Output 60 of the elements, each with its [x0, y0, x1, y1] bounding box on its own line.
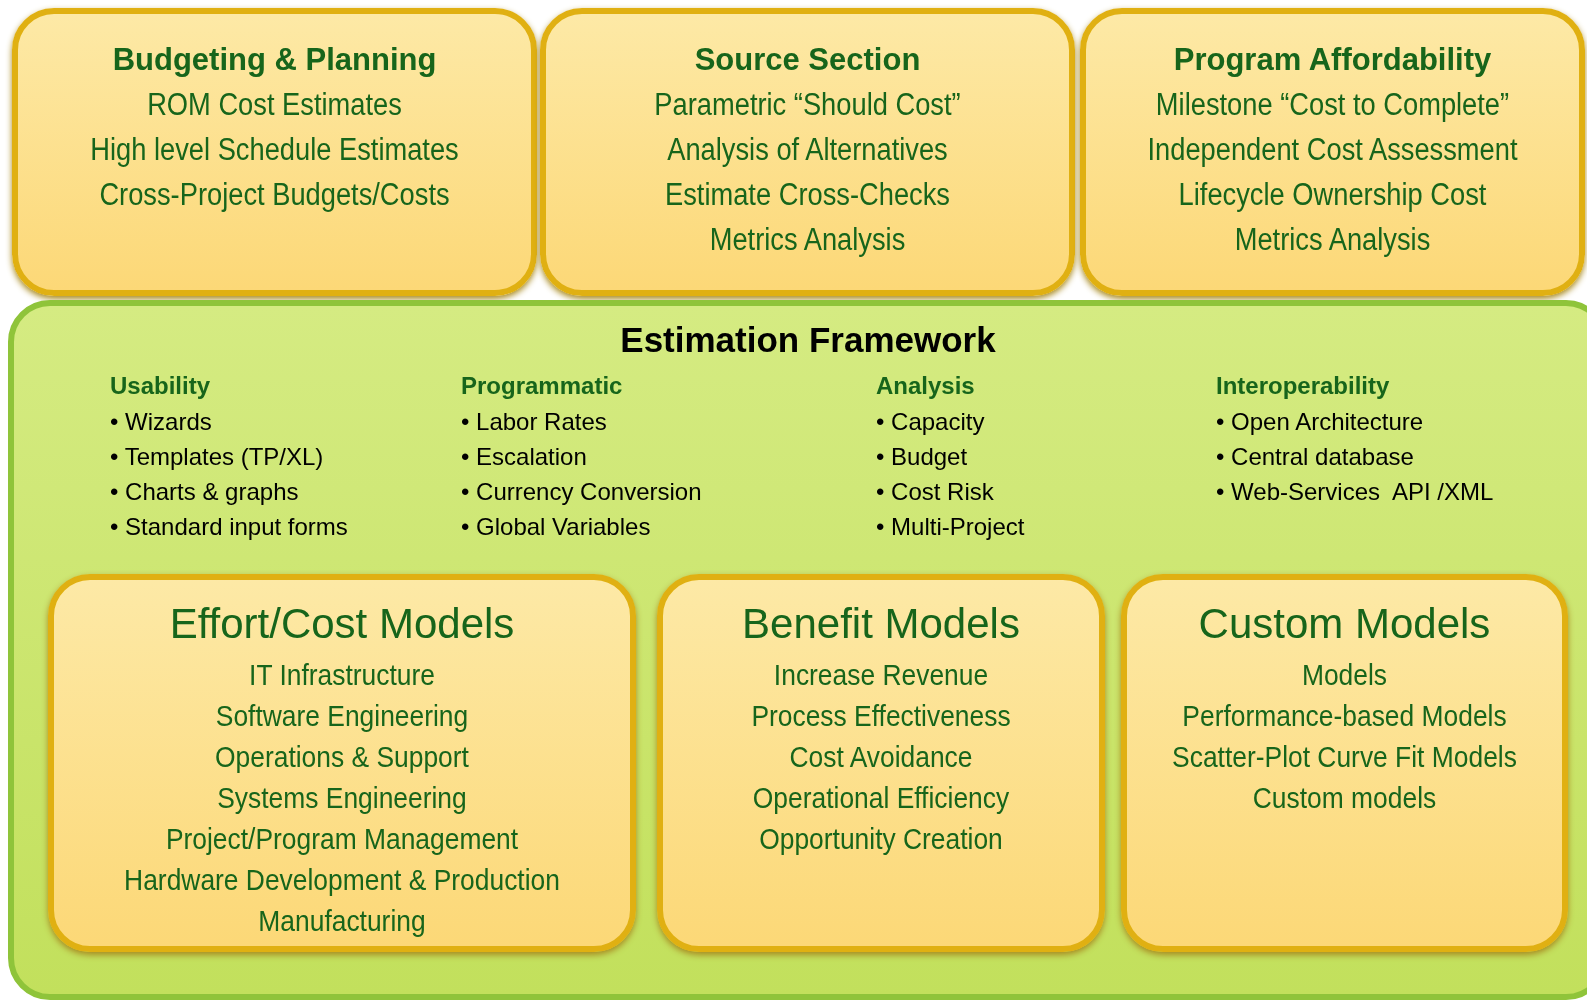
- bullet-item: • Escalation: [461, 442, 588, 472]
- list-item: Models: [1300, 657, 1389, 693]
- bullet-item: • Charts & graphs: [110, 477, 300, 507]
- list-item: High level Schedule Estimates: [89, 131, 460, 169]
- list-item: Analysis of Alternatives: [666, 131, 949, 169]
- list-item: Operational Efficiency: [751, 780, 1011, 816]
- bullet-item: • Currency Conversion: [461, 477, 702, 507]
- list-item: Cross-Project Budgets/Costs: [98, 176, 451, 214]
- list-item: Increase Revenue: [772, 657, 990, 693]
- list-item: Scatter-Plot Curve Fit Models: [1171, 739, 1518, 775]
- list-item: Opportunity Creation: [758, 821, 1004, 857]
- list-item: Manufacturing: [257, 903, 427, 939]
- bullet-item: • Web-Services API /XML: [1216, 477, 1494, 507]
- bullet-item: • Multi-Project: [876, 512, 1025, 542]
- category-box: [48, 574, 636, 952]
- list-item: Systems Engineering: [216, 780, 468, 816]
- bullet-item: • Cost Risk: [876, 477, 995, 507]
- list-item: Estimate Cross-Checks: [664, 176, 951, 214]
- bullet-item: • Global Variables: [461, 512, 652, 542]
- bullet-item: • Open Architecture: [1216, 407, 1425, 437]
- list-item: IT Infrastructure: [248, 657, 436, 693]
- list-item: Milestone “Cost to Complete”: [1154, 86, 1511, 124]
- bullet-item: • Wizards: [110, 407, 213, 437]
- list-item: Performance-based Models: [1181, 698, 1508, 734]
- bullet-item: • Capacity: [876, 407, 986, 437]
- column-heading: Interoperability: [1216, 372, 1391, 400]
- category-box: [1080, 8, 1585, 296]
- list-item: Software Engineering: [214, 698, 470, 734]
- box-heading: Effort/Cost Models: [168, 600, 516, 648]
- column-heading: Analysis: [876, 372, 976, 400]
- box-heading: Benefit Models: [741, 600, 1021, 648]
- category-box: [657, 574, 1105, 952]
- category-box: [12, 8, 537, 296]
- list-item: Lifecycle Ownership Cost: [1177, 176, 1488, 214]
- box-heading: Custom Models: [1197, 600, 1492, 648]
- panel-title: Estimation Framework: [619, 320, 997, 360]
- bullet-item: • Labor Rates: [461, 407, 608, 437]
- list-item: ROM Cost Estimates: [146, 86, 403, 124]
- list-item: Cost Avoidance: [788, 739, 974, 775]
- bullet-item: • Central database: [1216, 442, 1415, 472]
- box-heading: Budgeting & Planning: [111, 42, 438, 78]
- framework-panel: [8, 300, 1587, 1000]
- list-item: Metrics Analysis: [1233, 221, 1432, 259]
- list-item: Process Effectiveness: [750, 698, 1012, 734]
- list-item: Metrics Analysis: [708, 221, 907, 259]
- list-item: Independent Cost Assessment: [1146, 131, 1519, 169]
- column-heading: Programmatic: [461, 372, 624, 400]
- list-item: Custom models: [1251, 780, 1438, 816]
- box-heading: Source Section: [693, 42, 922, 78]
- box-heading: Program Affordability: [1172, 42, 1493, 78]
- list-item: Project/Program Management: [164, 821, 520, 857]
- bullet-item: • Standard input forms: [110, 512, 348, 542]
- bullet-item: • Budget: [876, 442, 969, 472]
- category-box: [1121, 574, 1568, 952]
- list-item: Hardware Development & Production: [123, 862, 561, 898]
- column-heading: Usability: [110, 372, 212, 400]
- category-box: [540, 8, 1075, 296]
- bullet-item: • Templates (TP/XL): [110, 442, 325, 472]
- list-item: Operations & Support: [214, 739, 470, 775]
- list-item: Parametric “Should Cost”: [653, 86, 962, 124]
